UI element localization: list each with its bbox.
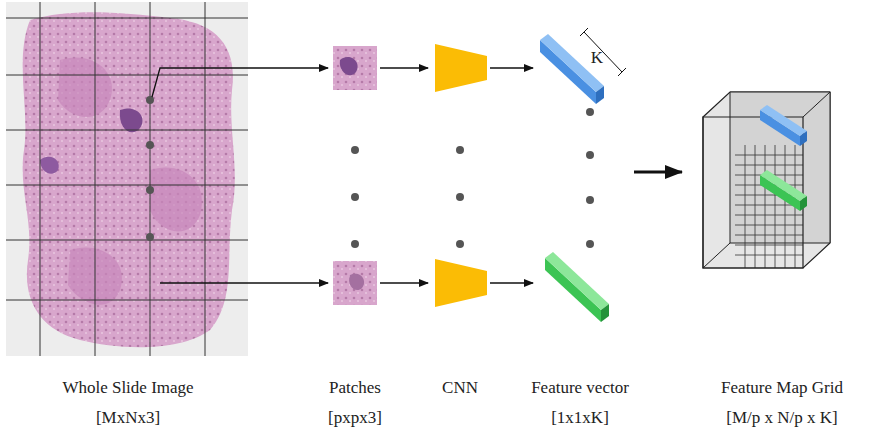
feature-map-cube [703, 92, 830, 268]
feature-vector-green [545, 252, 609, 322]
patch-images [333, 46, 377, 305]
caption-dimension: [M/p x N/p x K] [726, 408, 837, 428]
caption: CNN [442, 378, 478, 398]
dimension-line [580, 28, 626, 76]
feature-vector-blue [540, 34, 604, 104]
caption-dimension: [MxNx3] [96, 408, 160, 428]
caption: Feature vector [531, 378, 629, 398]
caption-dimension: [1x1xK] [551, 408, 609, 428]
caption: Feature Map Grid [721, 378, 843, 398]
whole-slide-image [6, 2, 248, 356]
caption: Patches [329, 378, 381, 398]
cnn-trapezoid [435, 44, 487, 307]
caption-dimension: [pxpx3] [328, 408, 382, 428]
caption: Whole Slide Image [62, 378, 193, 398]
dimension-label: K [591, 48, 603, 68]
